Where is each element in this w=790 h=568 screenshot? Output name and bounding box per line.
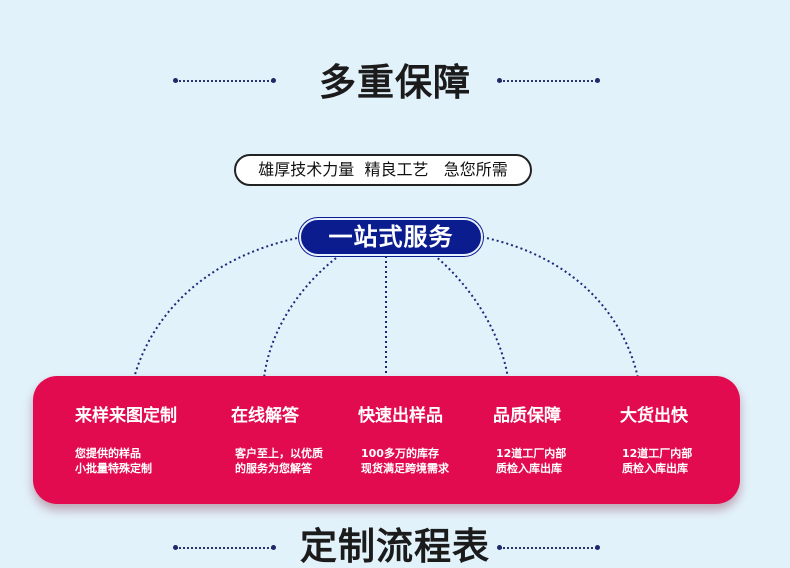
process-left-dotted-divider xyxy=(173,545,276,550)
feature-description-line: 的服务为您解答 xyxy=(235,462,312,475)
title-right-dotted-divider xyxy=(497,78,600,83)
feature-title: 来样来图定制 xyxy=(75,406,177,426)
feature-description-line: 质检入库出库 xyxy=(496,462,562,475)
feature-title: 在线解答 xyxy=(231,406,299,426)
feature-description-line: 12道工厂内部 xyxy=(622,447,693,460)
feature-description: 您提供的样品 小批量特殊定制 xyxy=(75,446,152,476)
guarantee-section-title: 多重保障 xyxy=(319,61,471,104)
connector-arc-2 xyxy=(263,254,341,379)
feature-title: 品质保障 xyxy=(493,406,561,426)
connector-arc-4 xyxy=(433,254,509,379)
process-section-title: 定制流程表 xyxy=(300,525,490,568)
process-right-dotted-divider xyxy=(497,545,600,550)
feature-description: 客户至上，以优质 的服务为您解答 xyxy=(235,446,323,476)
feature-description-line: 您提供的样品 xyxy=(75,447,141,460)
feature-description-line: 质检入库出库 xyxy=(622,462,688,475)
connector-arc-5 xyxy=(481,236,639,379)
feature-title: 大货出快 xyxy=(620,406,688,426)
feature-description-line: 客户至上，以优质 xyxy=(235,447,323,460)
feature-description-line: 12道工厂内部 xyxy=(496,447,567,460)
feature-description-line: 小批量特殊定制 xyxy=(75,462,152,475)
feature-description: 12道工厂内部 质检入库出库 xyxy=(622,446,692,476)
feature-description-line: 100多万的库存 xyxy=(361,447,439,460)
feature-description: 100多万的库存 现货满足跨境需求 xyxy=(361,446,449,476)
connector-arc-1 xyxy=(133,236,303,379)
slogan-banner: 雄厚技术力量 精良工艺 急您所需 xyxy=(234,154,532,186)
feature-description-line: 现货满足跨境需求 xyxy=(361,462,449,475)
feature-description: 12道工厂内部 质检入库出库 xyxy=(496,446,566,476)
one-stop-service-badge: 一站式服务 xyxy=(299,218,483,256)
title-left-dotted-divider xyxy=(173,78,276,83)
feature-panel: 来样来图定制 您提供的样品 小批量特殊定制 在线解答 客户至上，以优质 的服务为… xyxy=(33,376,740,504)
feature-title: 快速出样品 xyxy=(358,406,443,426)
